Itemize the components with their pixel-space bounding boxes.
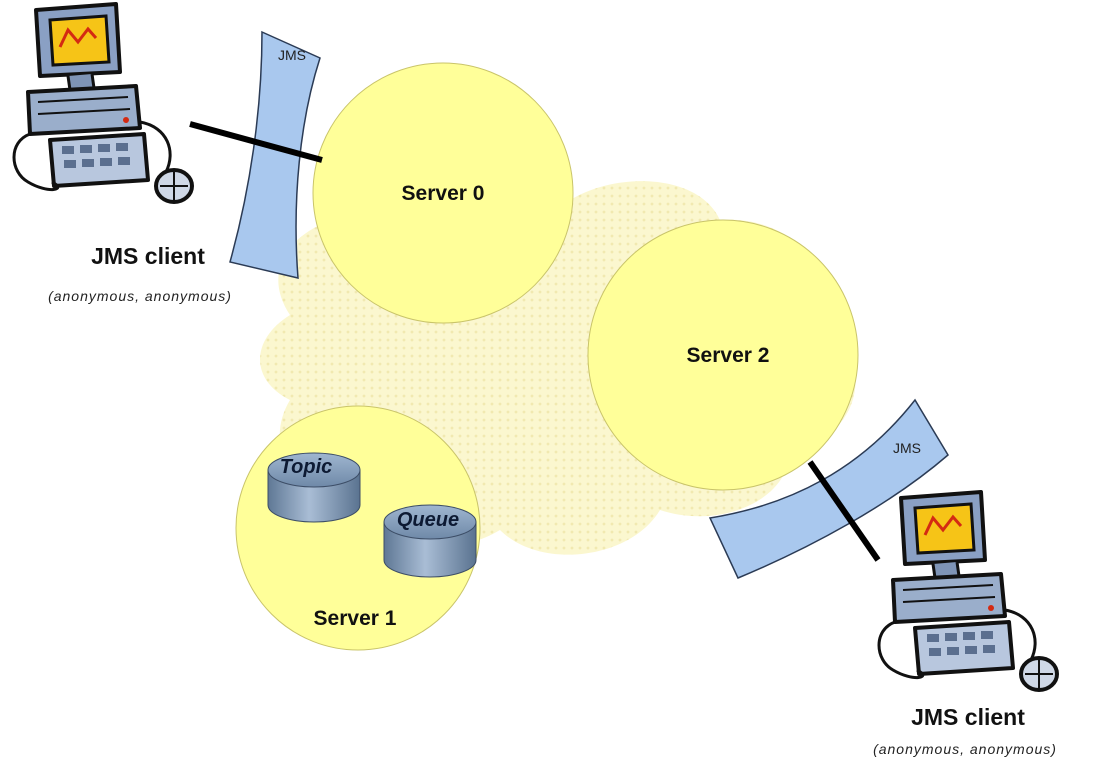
server-2: Server 2 xyxy=(587,219,859,491)
server-label: Server 2 xyxy=(687,344,770,367)
jms-client-left: JMS client (anonymous, anonymous) xyxy=(6,2,232,304)
topic-label: Topic xyxy=(280,456,333,478)
queue-label: Queue xyxy=(397,509,459,531)
database-icon xyxy=(267,452,361,523)
client-credentials: (anonymous, anonymous) xyxy=(48,288,232,304)
jms-connector-label: JMS xyxy=(278,47,306,63)
server-label: Server 1 xyxy=(314,607,397,630)
queue-destination: Queue xyxy=(383,504,477,578)
computer-icon xyxy=(6,2,200,204)
jms-connector-left: JMS xyxy=(229,30,321,279)
connection-line-left xyxy=(189,121,323,163)
jms-client-right: JMS client (anonymous, anonymous) xyxy=(871,490,1065,757)
server-label: Server 0 xyxy=(402,182,485,205)
client-name: JMS client xyxy=(911,704,1025,730)
server-0: Server 0 xyxy=(312,62,574,324)
client-credentials: (anonymous, anonymous) xyxy=(873,741,1057,757)
database-icon xyxy=(383,504,477,578)
connection-line-right xyxy=(807,460,881,562)
client-name: JMS client xyxy=(91,243,205,269)
computer-icon xyxy=(871,490,1065,692)
jms-connector-label: JMS xyxy=(893,440,921,456)
topic-destination: Topic xyxy=(267,452,361,523)
